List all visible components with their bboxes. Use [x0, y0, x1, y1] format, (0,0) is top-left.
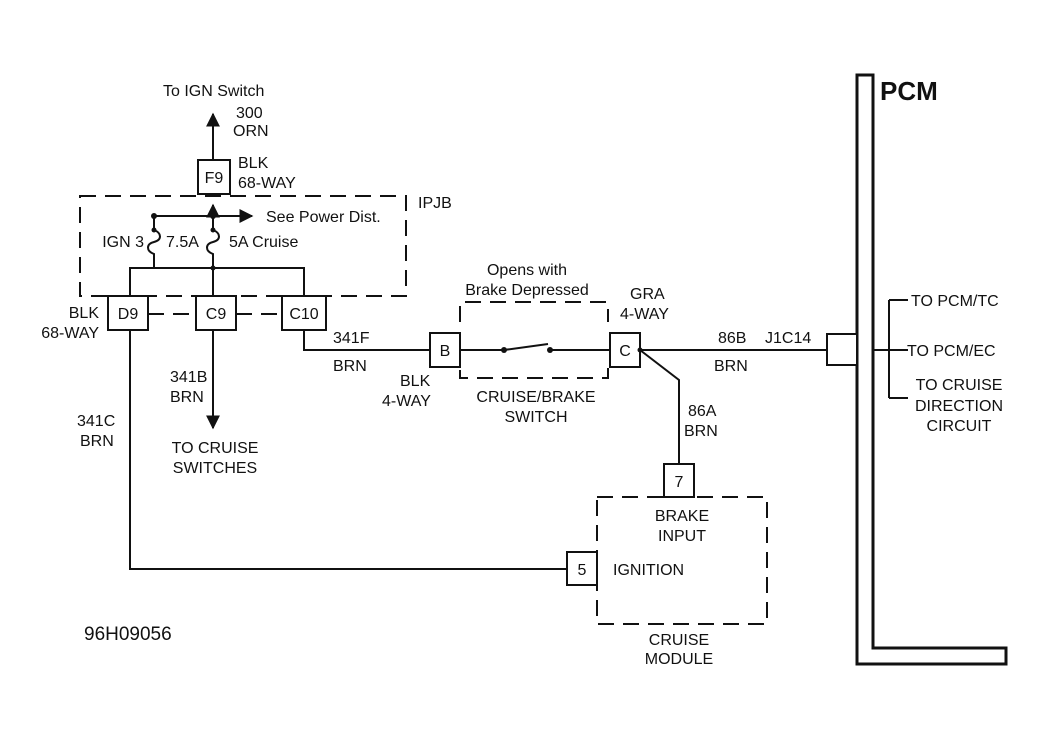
connector-d9-label: D9: [118, 306, 139, 323]
bus-node-mid: [210, 213, 216, 219]
fuse-ign3-node: [151, 227, 157, 233]
switch-dashed-outline: [459, 301, 609, 379]
connector-pin-7: [663, 463, 695, 498]
way4-b-label: 4-WAY: [382, 393, 431, 410]
brn-341f-label: BRN: [333, 358, 367, 375]
to-pcm-tc-label: TO PCM/TC: [911, 293, 999, 310]
see-power-dist-label: See Power Dist.: [266, 209, 381, 226]
brn-341b-label: BRN: [170, 389, 204, 406]
ipjb-box: [79, 195, 407, 297]
c341c-label: 341C: [77, 413, 115, 430]
connector-f9: [197, 159, 231, 195]
blk-b-label: BLK: [400, 373, 431, 390]
c86a-label: 86A: [688, 403, 717, 420]
blk-f9-label: BLK: [238, 155, 269, 172]
ipjb-lower-bus: [129, 267, 305, 296]
fuse-75a-label: 7.5A: [166, 234, 199, 251]
to-cruise-switches-label-2: SWITCHES: [173, 460, 257, 477]
pcm-connector-j1c14: [826, 333, 858, 366]
connector-pin-5-label: 5: [578, 562, 587, 579]
brake-input-label-1: BRAKE: [655, 508, 709, 525]
way4-c-label: 4-WAY: [620, 306, 669, 323]
brn-86b-label: BRN: [714, 358, 748, 375]
connector-c10-label: C10: [289, 306, 318, 323]
figure-id: 96H09056: [84, 624, 172, 645]
to-cruise-direction-label-2: DIRECTION: [915, 398, 1003, 415]
to-pcm-ec-label: TO PCM/EC: [907, 343, 996, 360]
ign3-label: IGN 3: [102, 234, 144, 251]
way68-f9-label: 68-WAY: [238, 175, 296, 192]
pcm-title: PCM: [880, 76, 938, 106]
fuse-5a-cruise-symbol: [206, 229, 220, 268]
switch-blade: [503, 343, 549, 351]
connector-c: [609, 332, 641, 368]
opens-with-label: Opens with: [487, 262, 567, 279]
brn-341c-label: BRN: [80, 433, 114, 450]
wire-86a: [639, 349, 680, 464]
to-ign-switch-label: To IGN Switch: [163, 83, 264, 100]
brake-input-label-2: INPUT: [658, 528, 706, 545]
fuse-5a-node: [210, 227, 216, 233]
pcm-outline: [855, 73, 1008, 666]
brake-depressed-label: Brake Depressed: [465, 282, 589, 299]
switch-name-label-1: CRUISE/BRAKE: [476, 389, 595, 406]
fuse-ign3-symbol: [147, 216, 161, 268]
blk-left-label: BLK: [69, 305, 100, 322]
circuit-300-label: 300: [236, 105, 263, 122]
wire-341c: [129, 330, 567, 570]
to-cruise-switches-label-1: TO CRUISE: [172, 440, 259, 457]
connector-c-label: C: [619, 343, 631, 360]
orn-label: ORN: [233, 123, 269, 140]
connector-pin-5: [566, 551, 598, 586]
connector-c10: [281, 295, 327, 331]
cruise-module-label-2: MODULE: [645, 651, 713, 668]
c86b-label: 86B: [718, 330, 746, 347]
brn-86a-label: BRN: [684, 423, 718, 440]
c341b-label: 341B: [170, 369, 207, 386]
to-cruise-direction-label-3: CIRCUIT: [927, 418, 992, 435]
switch-name-label-2: SWITCH: [504, 409, 567, 426]
connector-c9: [195, 295, 237, 331]
cruise-module-label-1: CRUISE: [649, 632, 709, 649]
to-cruise-direction-label-1: TO CRUISE: [916, 377, 1003, 394]
connector-pin-7-label: 7: [675, 474, 684, 491]
connector-b-label: B: [440, 343, 451, 360]
ipjb-label: IPJB: [418, 195, 452, 212]
wire-341f: [303, 330, 430, 351]
ignition-label: IGNITION: [613, 562, 684, 579]
way68-left-label: 68-WAY: [41, 325, 99, 342]
connector-c9-label: C9: [206, 306, 227, 323]
connector-f9-label: F9: [205, 170, 224, 187]
j1c14-label: J1C14: [765, 330, 811, 347]
c341f-label: 341F: [333, 330, 370, 347]
gra-label: GRA: [630, 286, 665, 303]
fuse-5a-cruise-label: 5A Cruise: [229, 234, 298, 251]
